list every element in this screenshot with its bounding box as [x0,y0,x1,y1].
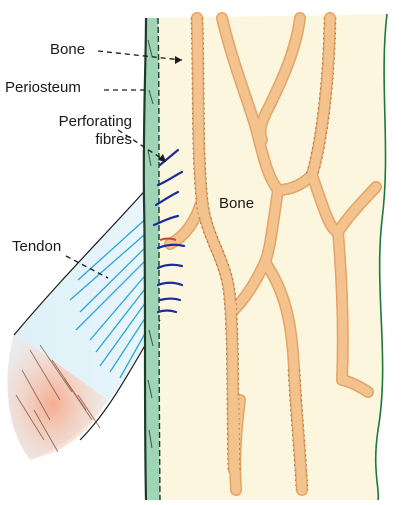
tendon [7,184,161,460]
tendon-label: Tendon [12,238,62,255]
perforating-fibre-highlight [159,237,177,241]
bone-right-edge [374,13,388,501]
periosteum [142,17,161,501]
bone-label-center: Bone [219,195,255,212]
leader-lines [65,50,183,279]
perforating-fibres [152,148,186,314]
perforating-fibres-label: Perforating fibres [58,113,132,148]
bone-label-top: Bone [50,41,86,58]
bone-canals [164,12,382,496]
periosteum-label: Periosteum [5,79,81,96]
leader-arrowheads [158,56,182,162]
